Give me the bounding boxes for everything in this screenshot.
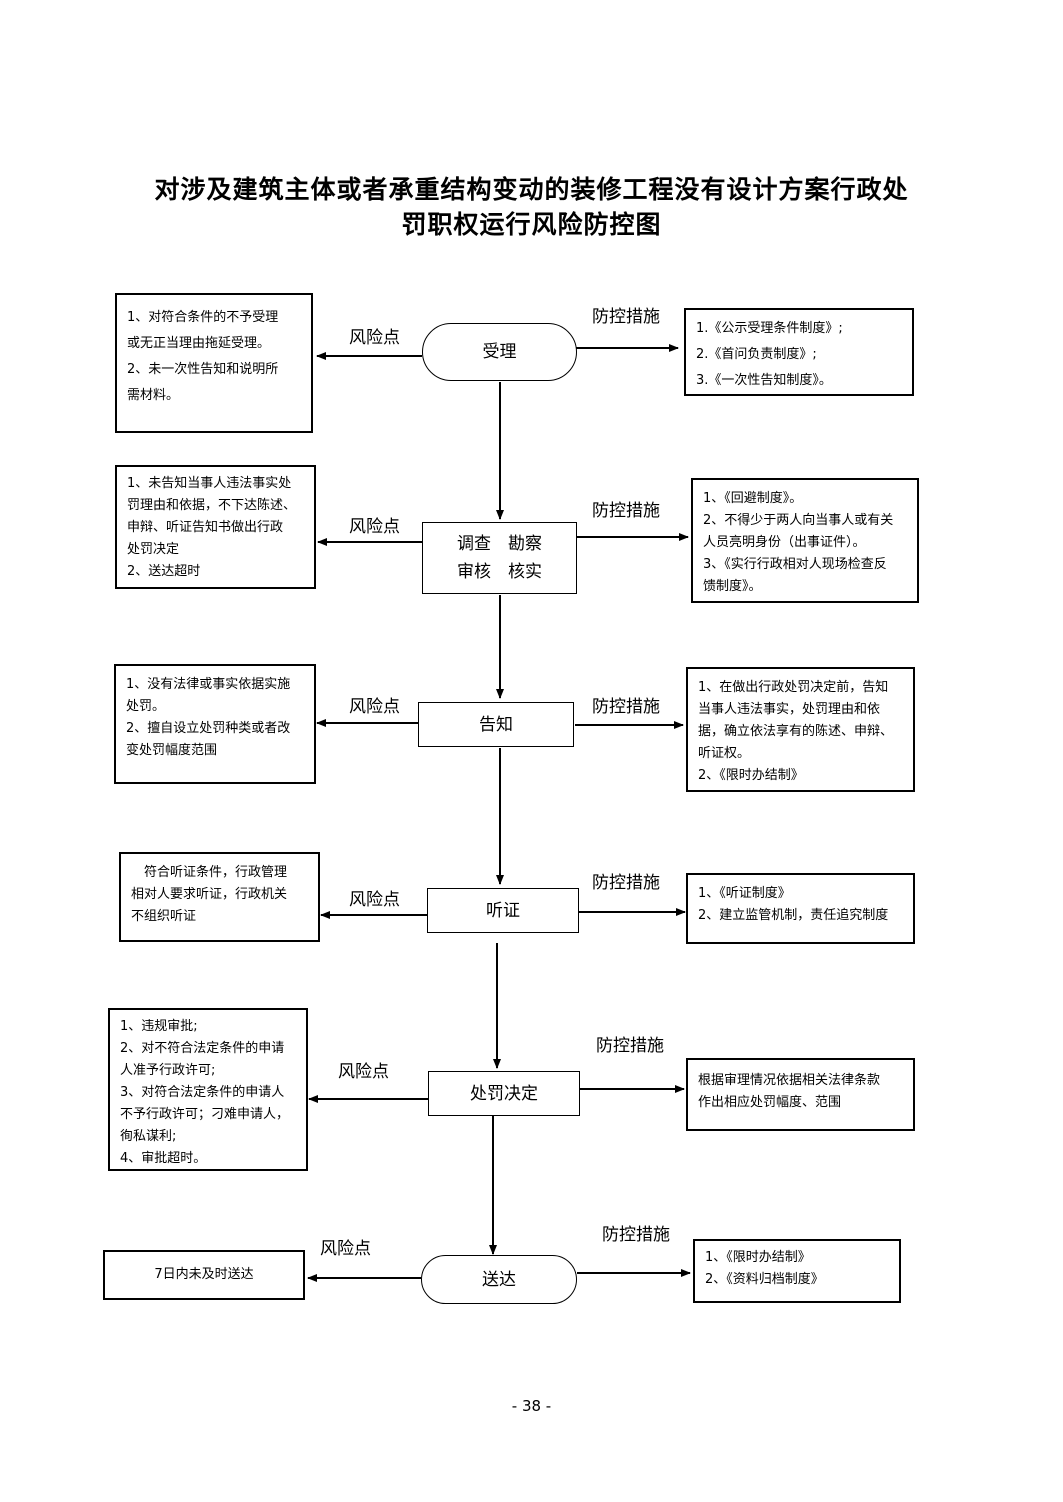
control-line: 当事人违法事实，处罚理由和依 <box>698 702 881 717</box>
control-line: 2、不得少于两人向当事人或有关 <box>703 513 894 528</box>
control-box-investigate: 1、《回避制度》。 2、不得少于两人向当事人或有关 人员亮明身份（出事证件）。 … <box>691 478 919 603</box>
control-label: 防控措施 <box>592 873 660 893</box>
risk-box-decision: 1、违规审批; 2、对不符合法定条件的申请 人准予行政许可; 3、对符合法定条件… <box>108 1008 308 1171</box>
step-node-investigate: 调查 勘察 审核 核实 <box>422 522 577 594</box>
control-line: 1、在做出行政处罚决定前，告知 <box>698 680 889 695</box>
control-line: 馈制度》。 <box>703 579 762 594</box>
control-arrows <box>565 344 691 1277</box>
risk-arrows <box>307 352 429 1282</box>
step-node-delivery: 送达 <box>421 1255 577 1304</box>
risk-line: 1、对符合条件的不予受理 <box>127 310 279 325</box>
control-line: 2、《限时办结制》 <box>698 768 804 783</box>
control-box-accept: 1.《公示受理条件制度》; 2.《首问负责制度》; 3.《一次性告知制度》。 <box>684 308 914 396</box>
control-line: 1.《公示受理条件制度》; <box>696 321 843 336</box>
risk-line: 人准予行政许可; <box>120 1063 216 1078</box>
control-line: 1、《限时办结制》 <box>705 1250 811 1265</box>
step-label: 受理 <box>482 342 517 362</box>
risk-line: 罚理由和依据，不下达陈述、 <box>127 498 297 513</box>
step-label: 送达 <box>482 1269 516 1290</box>
control-box-hearing: 1、《听证制度》 2、建立监管机制，责任追究制度 <box>686 873 915 944</box>
risk-line: 7日内未及时送达 <box>154 1267 254 1282</box>
risk-line: 变处罚幅度范围 <box>126 743 218 758</box>
control-label: 防控措施 <box>592 697 660 717</box>
control-line: 根据审理情况依据相关法律条款 <box>698 1073 881 1088</box>
step-node-decision: 处罚决定 <box>428 1071 580 1116</box>
risk-box-accept: 1、对符合条件的不予受理 或无正当理由拖延受理。 2、未一次性告知和说明所 需材… <box>115 293 313 433</box>
risk-line: 不予行政许可；刁难申请人， <box>120 1107 290 1122</box>
control-box-notify: 1、在做出行政处罚决定前，告知 当事人违法事实，处罚理由和依 据，确立依法享有的… <box>686 667 915 792</box>
control-line: 听证权。 <box>698 746 751 761</box>
step-label: 审核 核实 <box>457 562 542 582</box>
step-label: 听证 <box>486 900 520 921</box>
risk-line: 处罚。 <box>126 699 166 714</box>
control-line: 1、《回避制度》。 <box>703 491 803 506</box>
main-flow-arrows <box>489 382 504 1255</box>
step-label: 调查 勘察 <box>457 534 542 554</box>
step-node-hearing: 听证 <box>427 888 579 933</box>
step-node-notify: 告知 <box>418 702 574 747</box>
risk-line: 4、审批超时。 <box>120 1151 207 1166</box>
risk-line: 相对人要求听证，行政机关 <box>131 887 288 902</box>
risk-box-hearing: 符合听证条件，行政管理 相对人要求听证，行政机关 不组织听证 <box>119 852 320 942</box>
risk-label: 风险点 <box>349 697 400 717</box>
risk-line: 1、没有法律或事实依据实施 <box>126 677 291 692</box>
risk-line: 1、未告知当事人违法事实处 <box>127 476 292 491</box>
control-label: 防控措施 <box>592 501 660 521</box>
risk-label: 风险点 <box>349 328 400 348</box>
control-box-delivery: 1、《限时办结制》 2、《资料归档制度》 <box>693 1239 901 1303</box>
risk-line: 3、对符合法定条件的申请人 <box>120 1085 285 1100</box>
control-line: 人员亮明身份（出事证件）。 <box>703 535 866 550</box>
risk-box-delivery: 7日内未及时送达 <box>103 1250 305 1300</box>
risk-line: 需材料。 <box>127 388 180 403</box>
control-line: 据，确立依法享有的陈述、申辩、 <box>698 724 894 739</box>
risk-line: 处罚决定 <box>127 542 180 557</box>
control-box-decision: 根据审理情况依据相关法律条款 作出相应处罚幅度、范围 <box>686 1058 915 1131</box>
step-label: 告知 <box>479 714 513 735</box>
control-label: 防控措施 <box>596 1036 664 1056</box>
risk-label: 风险点 <box>320 1239 371 1259</box>
step-node-accept: 受理 <box>422 323 577 381</box>
page-title-line-2: 罚职权运行风险防控图 <box>401 210 662 239</box>
risk-label: 风险点 <box>338 1062 389 1082</box>
risk-line: 2、未一次性告知和说明所 <box>127 362 279 377</box>
control-line: 3、《实行行政相对人现场检查反 <box>703 557 887 572</box>
risk-box-notify: 1、没有法律或事实依据实施 处罚。 2、擅自设立处罚种类或者改 变处罚幅度范围 <box>114 664 316 784</box>
risk-line: 申辩、听证告知书做出行政 <box>127 520 284 535</box>
control-label: 防控措施 <box>602 1225 670 1245</box>
control-line: 2、《资料归档制度》 <box>705 1272 824 1287</box>
risk-line: 1、违规审批; <box>120 1019 198 1034</box>
risk-line: 2、对不符合法定条件的申请 <box>120 1041 285 1056</box>
risk-label: 风险点 <box>349 517 400 537</box>
risk-line: 2、送达超时 <box>127 564 201 579</box>
control-line: 3.《一次性告知制度》。 <box>696 373 832 388</box>
risk-label: 风险点 <box>349 890 400 910</box>
risk-line: 2、擅自设立处罚种类或者改 <box>126 721 291 736</box>
control-line: 2.《首问负责制度》; <box>696 347 817 362</box>
risk-line: 徇私谋利; <box>120 1129 177 1144</box>
page-number: - 38 - <box>511 1397 552 1415</box>
risk-line: 或无正当理由拖延受理。 <box>127 336 271 351</box>
control-line: 作出相应处罚幅度、范围 <box>698 1095 842 1110</box>
step-label: 处罚决定 <box>470 1083 538 1104</box>
risk-box-investigate: 1、未告知当事人违法事实处 罚理由和依据，不下达陈述、 申辩、听证告知书做出行政… <box>115 465 316 589</box>
control-line: 1、《听证制度》 <box>698 886 791 901</box>
control-line: 2、建立监管机制，责任追究制度 <box>698 908 889 923</box>
page-title-line-1: 对涉及建筑主体或者承重结构变动的装修工程没有设计方案行政处 <box>154 175 909 204</box>
control-label: 防控措施 <box>592 307 660 327</box>
risk-line: 不组织听证 <box>131 909 197 924</box>
risk-line: 符合听证条件，行政管理 <box>131 865 288 880</box>
